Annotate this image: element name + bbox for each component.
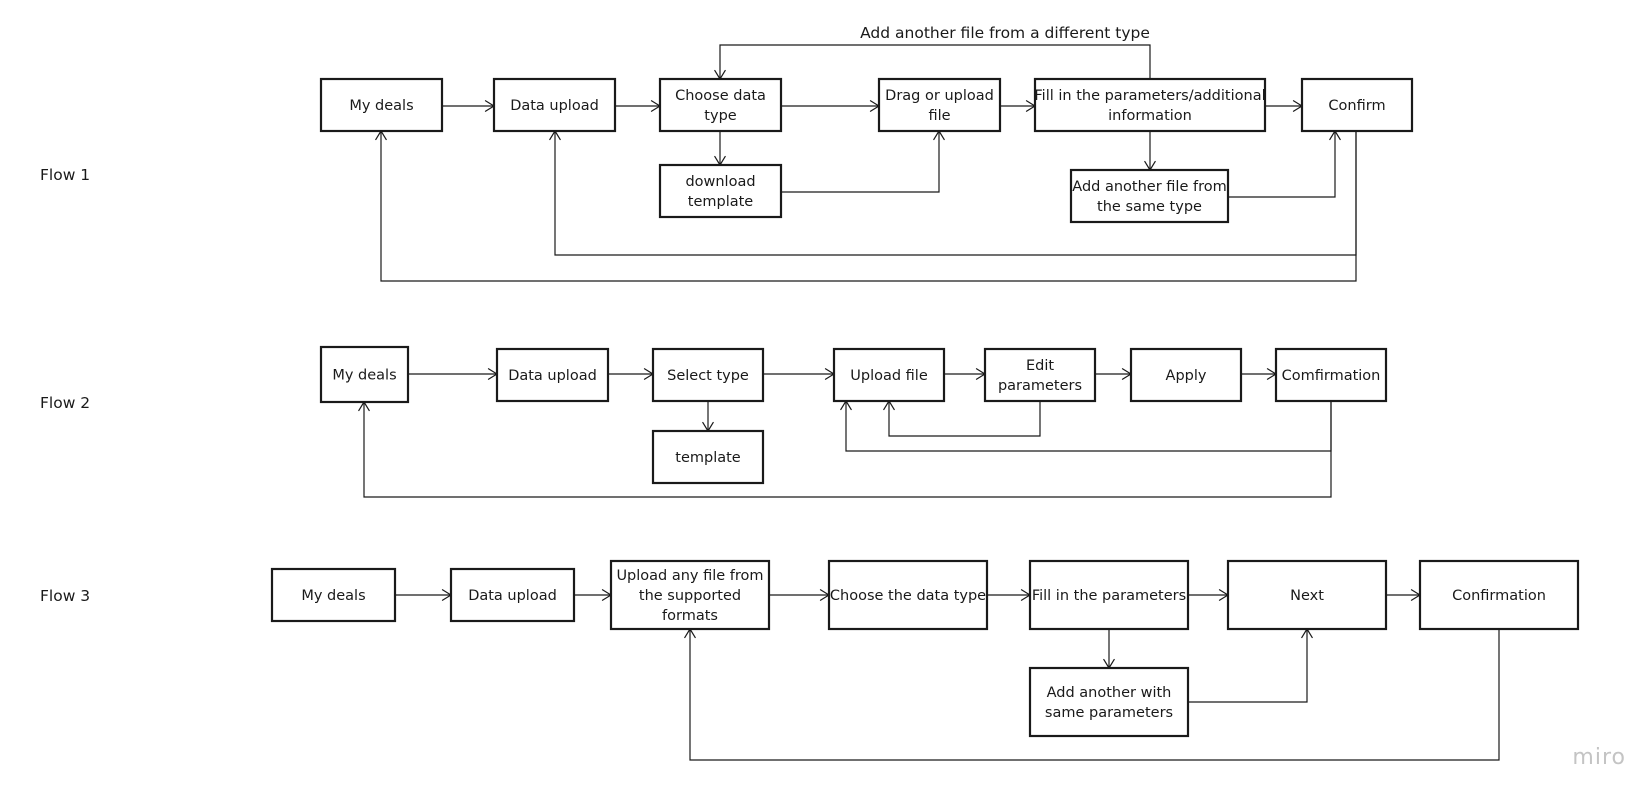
f3-anyfile-label-line-1: Upload any file from <box>616 568 763 584</box>
f2-edit-box <box>983 347 1097 403</box>
f1-choose-label-line-2: type <box>704 108 736 124</box>
f1-choose-box <box>658 77 783 133</box>
f3-next-box <box>1226 559 1388 631</box>
f1-mydeals-label: My deals <box>349 98 413 114</box>
f1-same-box <box>1069 168 1230 224</box>
f1-download-box <box>658 163 783 219</box>
f3-choose-label: Choose the data type <box>830 588 986 604</box>
f2-select-box <box>651 347 765 403</box>
f2-edit-label-line-1: Edit <box>1026 358 1054 374</box>
f1-same-label-line-2: the same type <box>1097 199 1202 215</box>
flow-2-label: Flow 2 <box>40 394 90 412</box>
f2-mydeals-box <box>319 345 410 404</box>
f3-arrow-confirm-anyfile-loop <box>689 629 1500 761</box>
f2-uploadfile-box <box>832 347 946 403</box>
f3-mydeals-label: My deals <box>301 588 365 604</box>
f1-drag-label-line-1: Drag or upload <box>885 88 994 104</box>
f1-drag-label-line-2: file <box>928 108 950 124</box>
f2-template-box <box>651 429 765 485</box>
connectors <box>358 44 1500 761</box>
f1-mydeals-box <box>319 77 444 133</box>
f2-apply-label: Apply <box>1166 368 1207 384</box>
miro-watermark: miro <box>1572 745 1626 770</box>
f1-arrow-same-confirm <box>1228 131 1336 198</box>
process-boxes <box>270 77 1580 738</box>
f3-same-box <box>1028 666 1190 738</box>
f3-upload-label: Data upload <box>468 588 557 604</box>
f3-confirm-label: Confirmation <box>1452 588 1546 604</box>
f2-confirm-label: Comfirmation <box>1282 368 1381 384</box>
f3-arrow-same-next <box>1188 629 1308 703</box>
f1-arrow-fill-choose-loop <box>719 44 1151 79</box>
f2-arrow-confirm-uploadfile-loop <box>845 401 1332 452</box>
f2-upload-box <box>495 347 610 403</box>
f3-anyfile-box <box>609 559 771 631</box>
f2-confirm-box <box>1274 347 1388 403</box>
f1-confirm-box <box>1300 77 1414 133</box>
f3-fill-box <box>1028 559 1190 631</box>
f3-next-label: Next <box>1290 588 1324 604</box>
f1-same-label-line-1: Add another file from <box>1072 179 1226 195</box>
f2-template-label: template <box>675 450 741 466</box>
f2-arrow-edit-uploadfile-loop <box>888 401 1041 437</box>
f1-upload-label: Data upload <box>510 98 599 114</box>
flow-1-label: Flow 1 <box>40 166 90 184</box>
f3-mydeals-box <box>270 567 397 623</box>
f3-upload-box <box>449 567 576 623</box>
f1-fill-label-line-2: information <box>1108 108 1192 124</box>
f3-same-label-line-2: same parameters <box>1045 705 1173 721</box>
f1-fill-label-line-1: Fill in the parameters/additional <box>1034 88 1265 104</box>
f3-fill-label: Fill in the parameters <box>1032 588 1186 604</box>
f2-upload-label: Data upload <box>508 368 597 384</box>
f1-upload-box <box>492 77 617 133</box>
f2-uploadfile-label: Upload file <box>850 368 928 384</box>
f1-choose-label-line-1: Choose data <box>675 88 766 104</box>
f3-choose-box <box>827 559 989 631</box>
f2-select-label: Select type <box>667 368 749 384</box>
f2-edit-label-line-2: parameters <box>998 378 1082 394</box>
f1-download-label-line-2: template <box>688 194 754 210</box>
f3-same-label-line-1: Add another with <box>1047 685 1172 701</box>
f2-apply-box <box>1129 347 1243 403</box>
flow-3-label: Flow 3 <box>40 587 90 605</box>
f1-arrow-confirm-mydeals-loop <box>380 131 1357 282</box>
f3-anyfile-label-line-3: formats <box>662 608 718 624</box>
f1-confirm-label: Confirm <box>1328 98 1385 114</box>
f1-fill-box <box>1033 77 1267 133</box>
f3-anyfile-label-line-2: the supported <box>639 588 741 604</box>
f1-download-label-line-1: download <box>685 174 755 190</box>
labels: Flow 1 Flow 2 Flow 3 Add another file fr… <box>40 24 1626 770</box>
f1-drag-box <box>877 77 1002 133</box>
f2-mydeals-label: My deals <box>332 368 396 384</box>
f1-arrow-download-drag <box>781 131 940 193</box>
f3-confirm-box <box>1418 559 1580 631</box>
flow-1-annotation: Add another file from a different type <box>860 24 1150 42</box>
f2-arrow-confirm-mydeals-loop <box>363 401 1332 498</box>
